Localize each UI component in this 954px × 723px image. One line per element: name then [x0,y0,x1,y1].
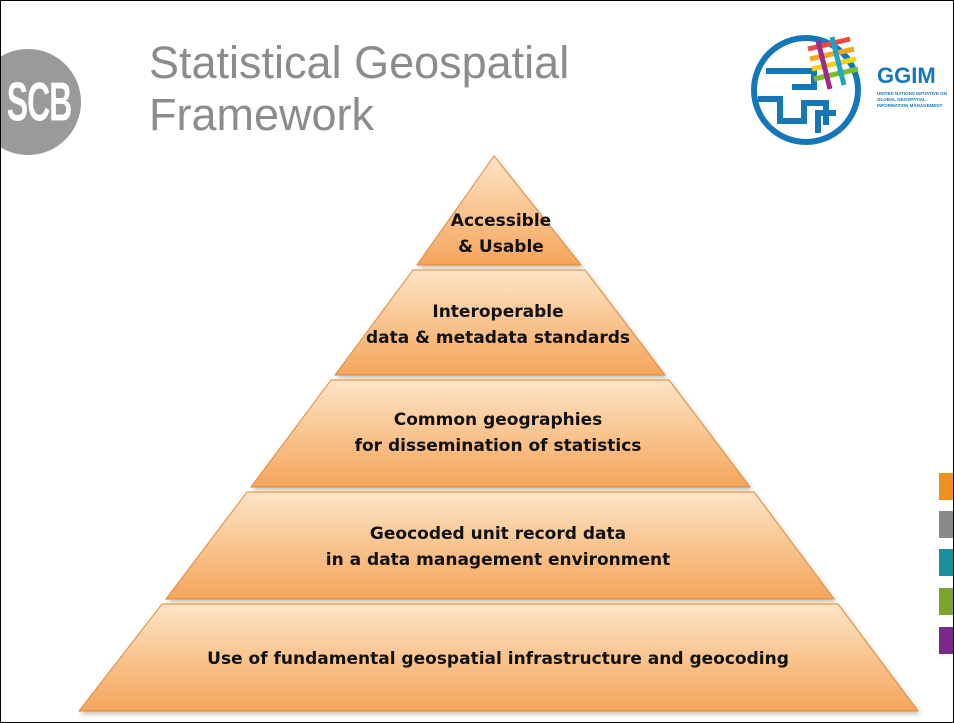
tier-1-line1: Accessible [450,211,552,231]
tier-2-line2: data & metadata standards [365,328,631,348]
ggim-subtitle-line3: INFORMATION MANAGEMENT [877,103,943,108]
legend-swatch-gray [939,511,953,538]
scb-logo: SCB [1,49,81,155]
pyramid-tier-3 [250,379,752,488]
slide-title: Statistical Geospatial Framework [149,37,709,141]
tier-5-line1: Use of fundamental geospatial infrastruc… [207,649,789,669]
ggim-subtitle: UNITED NATIONS INITIATIVE ON GLOBAL GEOS… [877,91,947,109]
ggim-subtitle-line1: UNITED NATIONS INITIATIVE ON [877,91,947,96]
pyramid-tier-4 [164,491,835,600]
pyramid-tier-3-label: Common geographies for dissemination of … [355,407,642,459]
tier-3-line1: Common geographies [393,410,603,430]
legend-swatch-green [939,588,953,615]
pyramid-tier-4-label: Geocoded unit record data in a data mana… [326,521,670,573]
slide-title-line2: Framework [149,89,375,140]
pyramid-tier-2 [334,269,667,376]
pyramid-tier-1 [416,155,583,266]
tier-4-line1: Geocoded unit record data [369,524,627,544]
pyramid-tier-5-label: Use of fundamental geospatial infrastruc… [207,646,789,672]
tier-2-line1: Interoperable [432,302,564,322]
ggim-wordmark: GGIM [877,63,936,88]
tier-1-line2: & Usable [458,237,544,257]
legend-swatch-purple [939,627,953,654]
pyramid-tier-2-label: Interoperable data & metadata standards [366,299,630,351]
legend-swatch-orange [939,473,953,500]
tier-3-line2: for dissemination of statistics [354,436,642,456]
ggim-globe-icon [751,35,861,145]
ggim-subtitle-line2: GLOBAL GEOSPATIAL [877,97,926,102]
scb-logo-text: SCB [6,70,73,132]
tier-4-line2: in a data management environment [325,550,671,570]
pyramid-tier-1-label: Accessible & Usable [451,208,551,260]
legend-swatch-teal [939,549,953,576]
pyramid-tier-5 [77,603,919,712]
slide-title-line1: Statistical Geospatial [149,37,570,88]
